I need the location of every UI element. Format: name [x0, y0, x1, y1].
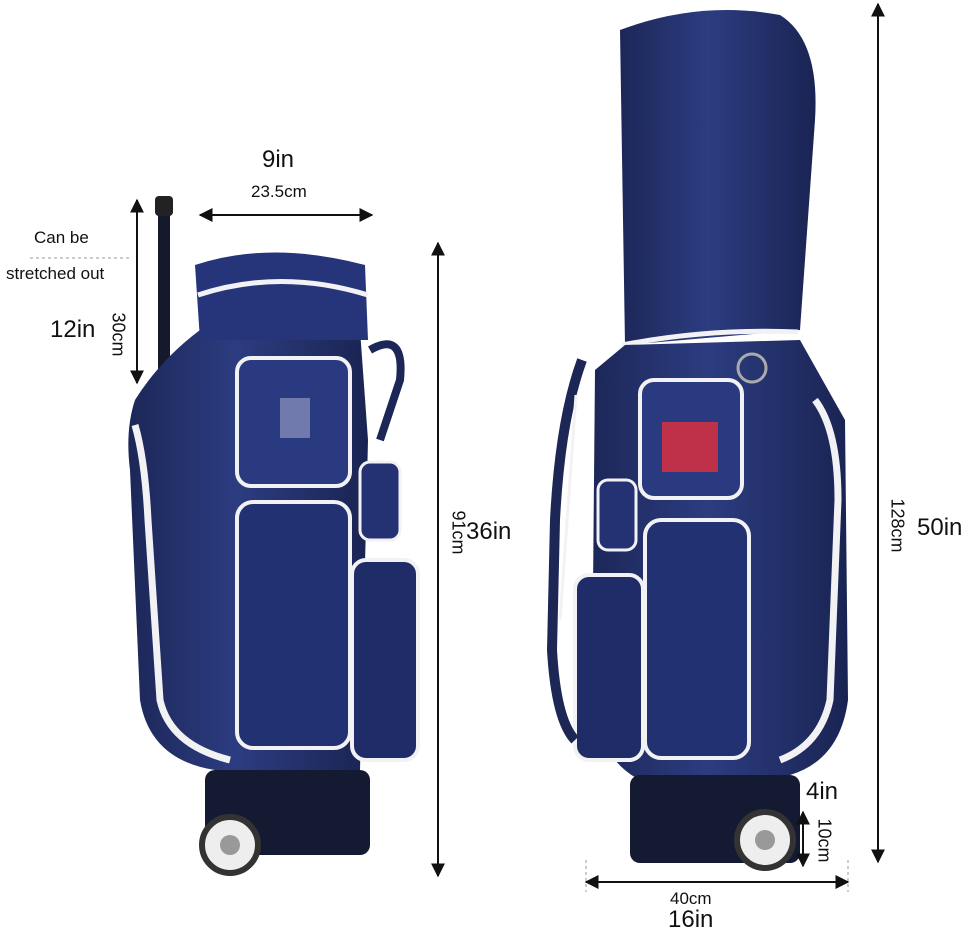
left-bag-carry-handle [368, 340, 405, 442]
right-bag-lower-pocket [643, 518, 751, 760]
handle-length-inches: 12in [50, 316, 96, 343]
left-width-inches: 9in [262, 146, 295, 173]
right-height-inches: 50in [917, 514, 963, 541]
left-width-cm: 23.5cm [251, 182, 307, 201]
right-bag-wheel-hub [755, 830, 775, 850]
handle-note-line2: stretched out [6, 264, 105, 283]
right-height-cm: 128cm [887, 498, 908, 553]
trolley-handle-grip [155, 196, 173, 216]
left-bag-small-pocket [358, 460, 402, 542]
right-bag-ring [736, 352, 768, 384]
base-width-cm: 40cm [670, 889, 712, 908]
handle-note-line1: Can be [34, 228, 89, 247]
right-bag-logo-blur [662, 422, 718, 472]
handle-length-cm: 30cm [108, 312, 129, 357]
base-width-inches: 16in [668, 906, 714, 933]
dimension-lines [130, 2, 885, 889]
left-bag-logo-blur [280, 398, 310, 438]
left-golf-bag [128, 196, 420, 876]
trolley-handle [158, 200, 170, 380]
left-bag-collar [195, 252, 368, 340]
left-height-inches: 36in [466, 518, 512, 545]
right-bag-strap-trim [558, 394, 578, 621]
right-bag-rain-hood [620, 10, 816, 345]
left-bag-collar-trim [197, 279, 369, 298]
left-bag-wheel-hub [220, 835, 240, 855]
right-bag-shoulder-strap [546, 358, 587, 744]
dimension-guides [30, 257, 849, 892]
right-bag-side-trim [778, 397, 842, 764]
wheel-height-cm: 10cm [814, 818, 835, 863]
left-bag-side-pocket [350, 558, 420, 762]
right-bag-small-pocket [596, 478, 638, 552]
left-bag-lower-pocket [235, 500, 352, 750]
wheel-height-inches: 4in [806, 778, 839, 805]
left-bag-side-trim [131, 424, 231, 764]
right-bag-hood-trim [621, 328, 799, 348]
right-golf-bag [546, 10, 848, 871]
right-bag-side-pocket [573, 573, 645, 762]
